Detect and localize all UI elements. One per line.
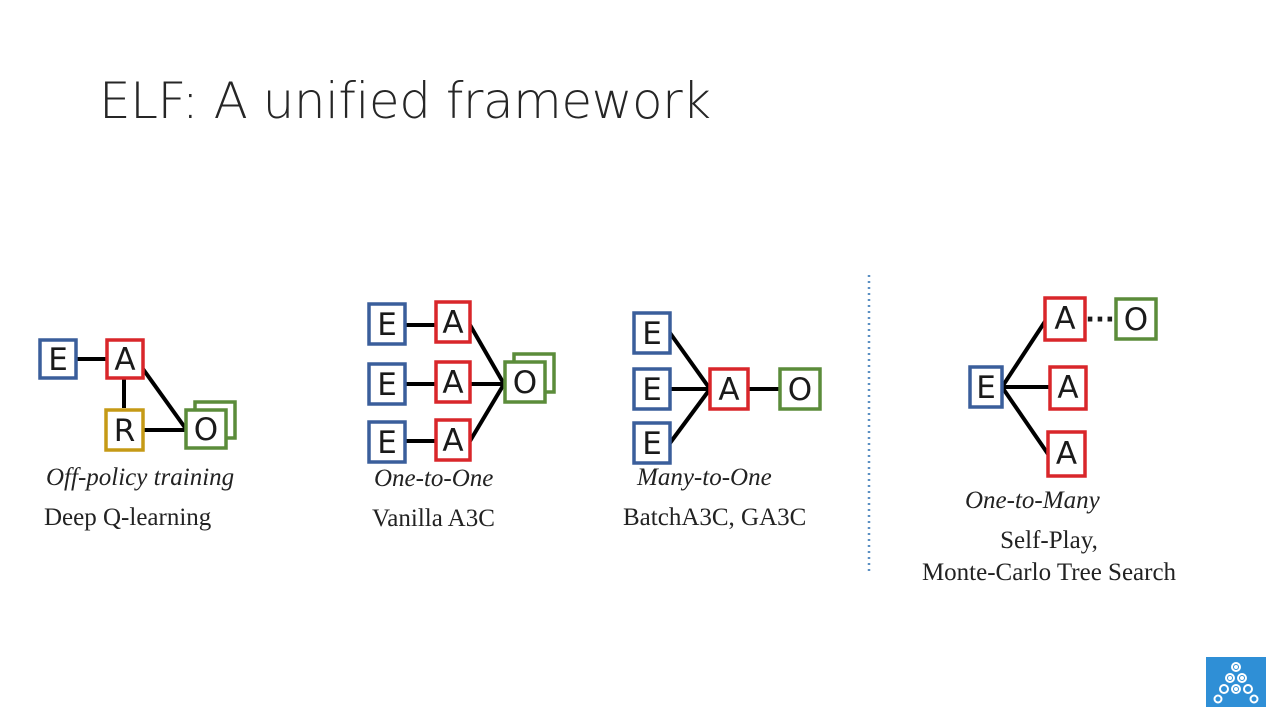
environment-node [367, 420, 407, 464]
actor-label: A [1054, 301, 1075, 337]
actor-label: A [442, 305, 463, 341]
environment-label: E [642, 316, 662, 352]
actor-node [434, 418, 472, 462]
actor-label: A [114, 342, 135, 378]
environment-node [632, 421, 672, 465]
optimizer-node [184, 408, 228, 450]
off-policy-diagram: E A R O [38, 338, 237, 452]
method-caption-deep-q: Deep Q-learning [44, 504, 212, 531]
method-caption-batch-a3c: BatchA3C, GA3C [623, 504, 807, 531]
environment-label: E [48, 342, 68, 378]
pattern-caption-one-to-one: One-to-One [374, 465, 494, 492]
environment-label: E [642, 426, 662, 462]
many-to-one-diagram: E E E A O [632, 311, 822, 465]
replay-node [104, 408, 145, 452]
optimizer-label: O [513, 365, 537, 401]
environment-node [968, 365, 1004, 409]
environment-node [367, 362, 407, 406]
optimizer-node [1114, 297, 1158, 341]
actor-node [708, 367, 750, 411]
actor-node [105, 338, 145, 380]
actor-label: A [1057, 370, 1078, 406]
pattern-caption-one-to-many: One-to-Many [965, 487, 1100, 514]
elf-logo [1206, 657, 1266, 707]
actor-label: A [718, 372, 739, 408]
pattern-caption-many-to-one: Many-to-One [637, 464, 772, 491]
environment-label: E [377, 367, 397, 403]
environment-node [632, 367, 672, 411]
method-caption-mcts: Monte-Carlo Tree Search [921, 559, 1177, 586]
method-caption-vanilla-a3c: Vanilla A3C [372, 505, 495, 532]
environment-label: E [377, 425, 397, 461]
optimizer-node [778, 367, 822, 411]
optimizer-label: O [1124, 302, 1148, 338]
actor-node [1048, 365, 1088, 411]
environment-node [632, 311, 672, 355]
one-to-many-diagram: E A A A O ··· [968, 296, 1158, 478]
optimizer-label: O [194, 412, 218, 448]
environment-node [38, 338, 78, 380]
actor-node [434, 300, 472, 344]
environment-label: E [976, 370, 996, 406]
environment-node [367, 302, 407, 346]
optimizer-node [503, 360, 547, 404]
actor-label: A [442, 365, 463, 401]
ellipsis-label: ··· [1085, 305, 1115, 335]
environment-label: E [642, 372, 662, 408]
logo-icon [1213, 662, 1259, 704]
replay-label: R [114, 413, 136, 449]
optimizer-label: O [788, 372, 812, 408]
slide-title: ELF: A unified framework [99, 72, 711, 130]
pattern-caption-off-policy: Off-policy training [46, 464, 235, 491]
actor-node [1046, 430, 1087, 478]
actor-label: A [1056, 436, 1077, 472]
method-caption-self-play: Self-Play, [1000, 527, 1098, 554]
actor-node [434, 360, 472, 404]
one-to-one-diagram: E E E A A A O [367, 300, 556, 464]
actor-node [1043, 296, 1087, 342]
environment-label: E [377, 307, 397, 343]
actor-label: A [442, 423, 463, 459]
